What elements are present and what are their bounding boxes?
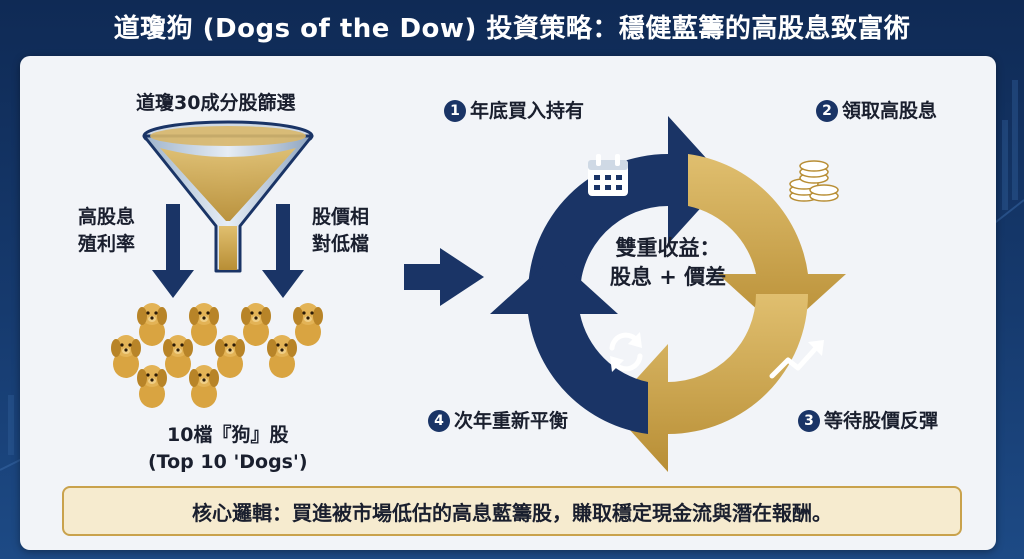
strategy-diagram [111,116,846,472]
cycle-arrow-2 [688,154,846,332]
funnel-left-label: 高股息 殖利率 [78,204,135,257]
funnel-result-line2: (Top 10 'Dogs') [148,450,308,473]
cycle-arrow-3 [610,294,808,472]
right-down-arrow [262,204,304,298]
step-label-3: 等待股價反彈 [824,410,939,432]
funnel-result-line1: 10檔『狗』股 [167,424,289,446]
step-number-2: 2 [816,100,838,122]
cycle-center-line1: 雙重收益： [615,236,721,260]
page-title: 道瓊狗 (Dogs of the Dow) 投資策略：穩健藍籌的高股息致富術 [113,13,911,44]
cycle-ring [490,116,846,472]
funnel-left-label-line2: 殖利率 [78,232,136,255]
funnel-result-label: 10檔『狗』股 (Top 10 'Dogs') [148,422,308,475]
funnel-right-label: 股價相 對低檔 [312,204,369,257]
funnel-top-label: 道瓊30成分股篩選 [136,92,296,114]
step-label-4: 次年重新平衡 [454,410,569,432]
core-logic-banner: 核心邏輯：買進被市場低估的高息藍籌股，賺取穩定現金流與潛在報酬。 [62,486,962,536]
step-number-3: 3 [798,410,820,432]
funnel-icon [142,120,314,273]
cycle-center-label: 雙重收益： 股息 + 價差 [608,234,728,293]
left-down-arrow [152,204,194,298]
funnel-left-label-line1: 高股息 [78,206,136,228]
refresh-icon [609,332,643,372]
step-label-2: 領取高股息 [842,100,938,122]
main-panel: 道瓊30成分股篩選 高股息 殖利率 股價相 對低檔 10檔『狗』股 (Top 1… [20,56,996,550]
cycle-arrow-4 [490,256,648,434]
step-number-4: 4 [428,410,450,432]
trend-up-icon [769,340,824,379]
calendar-icon [588,154,628,196]
funnel-right-label-line2: 對低檔 [312,232,370,255]
funnel-right-label-line1: 股價相 [312,206,370,228]
cycle-center-line2: 股息 + 價差 [609,265,727,290]
coins-icon [789,160,839,202]
step-label-1: 年底買入持有 [470,100,585,122]
transition-arrow [404,248,484,306]
dog-pack [111,303,323,408]
step-number-1: 1 [444,100,466,122]
cycle-arrow-1 [528,116,726,294]
